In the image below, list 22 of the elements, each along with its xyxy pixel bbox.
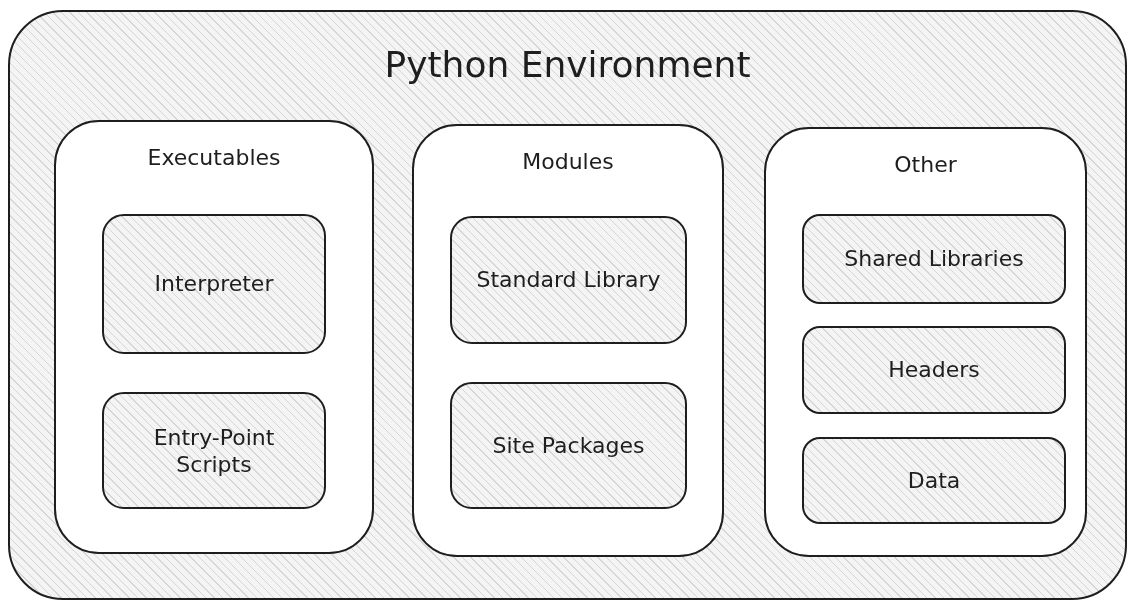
component-label: Site Packages <box>492 431 645 460</box>
group-heading: Python Environment <box>384 43 751 87</box>
component-box <box>102 392 326 509</box>
group-panel <box>54 120 374 554</box>
component-box <box>102 214 326 354</box>
component-box <box>450 216 687 344</box>
group-panel <box>764 127 1087 557</box>
component-box <box>802 437 1066 524</box>
component-box <box>802 214 1066 304</box>
group-panel <box>412 124 724 557</box>
component-box <box>802 326 1066 414</box>
component-box <box>450 382 687 509</box>
group-heading: Modules <box>522 148 614 176</box>
component-label: Headers <box>888 356 980 384</box>
component-label: Interpreter <box>154 270 274 298</box>
group-heading: Executables <box>147 144 281 172</box>
component-label: Shared Libraries <box>844 245 1024 273</box>
component-label: Entry-Point Scripts <box>152 423 276 478</box>
component-label: Standard Library <box>476 266 661 294</box>
component-label: Data <box>907 466 961 495</box>
group-heading: Other <box>894 151 957 179</box>
environment-panel <box>8 10 1127 600</box>
